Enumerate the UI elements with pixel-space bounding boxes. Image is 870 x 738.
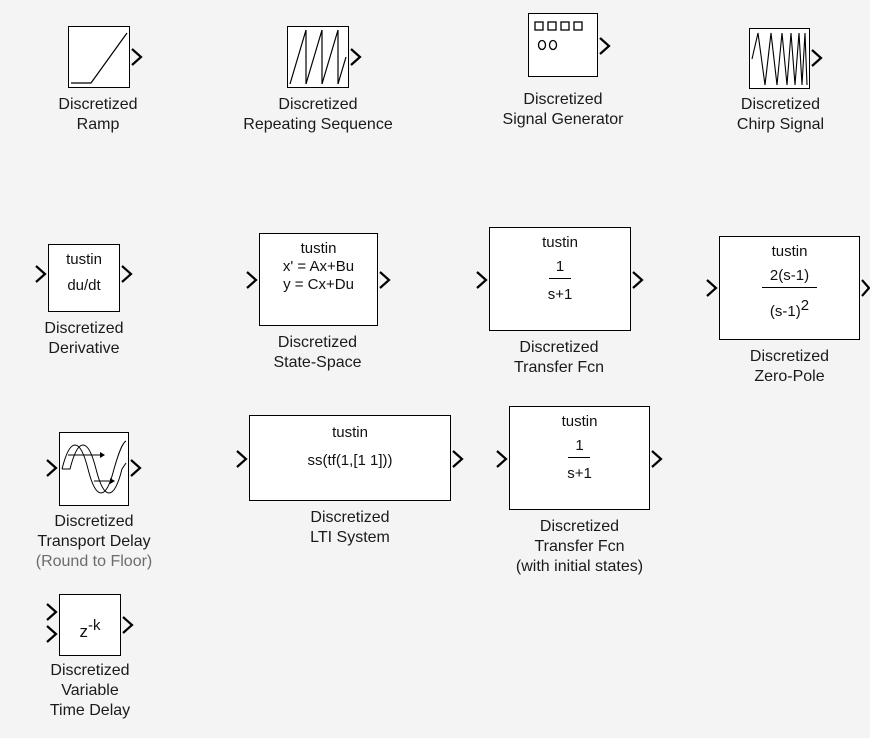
ramp-output-port[interactable] <box>131 47 145 67</box>
signal-generator-output-port[interactable] <box>599 36 613 56</box>
transfer-fcn-numerator: 1 <box>555 258 565 275</box>
transfer-fcn-init-block[interactable]: tustin 1 s+1 <box>509 406 650 510</box>
derivative-input-port[interactable] <box>35 264 49 284</box>
signal-generator-block[interactable] <box>528 13 598 77</box>
variable-time-delay-output-port[interactable] <box>122 615 136 635</box>
zero-pole-denominator: (s-1)2 <box>769 297 810 320</box>
chirp-icon <box>751 32 808 86</box>
zero-pole-input-port[interactable] <box>706 278 720 298</box>
variable-time-delay-input-port-1[interactable] <box>46 602 60 622</box>
state-space-eq2: y = Cx+Du <box>283 276 354 293</box>
transfer-fcn-init-numerator: 1 <box>575 437 584 454</box>
transfer-fcn-method: tustin <box>542 234 578 251</box>
zero-pole-method: tustin <box>771 243 808 260</box>
variable-time-delay-label: Discretized Variable Time Delay <box>49 662 131 719</box>
chirp-signal-block[interactable] <box>749 28 810 89</box>
transfer-fcn-block[interactable]: tustin 1 s+1 <box>489 227 631 331</box>
derivative-method: tustin <box>66 251 102 268</box>
lti-system-expr: ss(tf(1,[1 1])) <box>307 452 393 469</box>
transfer-fcn-denominator: s+1 <box>547 286 573 303</box>
derivative-output-port[interactable] <box>121 264 135 284</box>
zero-pole-block[interactable]: tustin 2(s-1) (s-1)2 <box>719 236 860 340</box>
transfer-fcn-init-input-port[interactable] <box>496 449 510 469</box>
lti-system-method: tustin <box>332 424 368 441</box>
repeating-sequence-output-port[interactable] <box>350 47 364 67</box>
sawtooth-icon <box>289 29 347 85</box>
transport-delay-block[interactable] <box>59 432 129 506</box>
lti-system-output-port[interactable] <box>452 449 466 469</box>
transport-delay-icon <box>61 440 127 494</box>
state-space-output-port[interactable] <box>379 270 393 290</box>
lti-system-block[interactable]: tustin ss(tf(1,[1 1])) <box>249 415 451 501</box>
transfer-fcn-init-fraction-bar <box>568 457 590 459</box>
variable-time-delay-input-port-2[interactable] <box>46 624 60 644</box>
transport-delay-output-port[interactable] <box>130 458 144 478</box>
derivative-block[interactable]: tustin du/dt <box>48 244 120 312</box>
state-space-block[interactable]: tustin x' = Ax+Bu y = Cx+Du <box>259 233 378 326</box>
transfer-fcn-output-port[interactable] <box>632 270 646 290</box>
state-space-method: tustin <box>300 240 337 257</box>
variable-time-delay-block[interactable]: z-k <box>59 594 121 656</box>
transfer-fcn-init-output-port[interactable] <box>651 449 665 469</box>
zero-pole-numerator: 2(s-1) <box>769 267 810 284</box>
transport-delay-label: Discretized Transport Delay (Round to Fl… <box>35 513 153 570</box>
transfer-fcn-init-label: Discretized Transfer Fcn (with initial s… <box>515 518 644 575</box>
state-space-eq1: x' = Ax+Bu <box>282 258 355 275</box>
transfer-fcn-init-denominator: s+1 <box>567 465 592 482</box>
transfer-fcn-fraction-bar <box>549 278 571 280</box>
lti-system-input-port[interactable] <box>236 449 250 469</box>
repeating-sequence-block[interactable] <box>287 26 349 88</box>
transfer-fcn-input-port[interactable] <box>476 270 490 290</box>
ramp-icon <box>71 32 128 84</box>
ramp-block[interactable] <box>68 26 130 88</box>
zero-pole-fraction-bar <box>762 287 817 289</box>
variable-time-delay-expr: z-k <box>79 617 101 641</box>
transfer-fcn-init-method: tustin <box>561 413 598 430</box>
transport-delay-input-port[interactable] <box>46 458 60 478</box>
derivative-expr: du/dt <box>67 277 101 294</box>
signal-generator-icon <box>534 21 583 51</box>
chirp-signal-output-port[interactable] <box>811 48 825 68</box>
state-space-input-port[interactable] <box>246 270 260 290</box>
zero-pole-output-port[interactable] <box>861 278 870 298</box>
